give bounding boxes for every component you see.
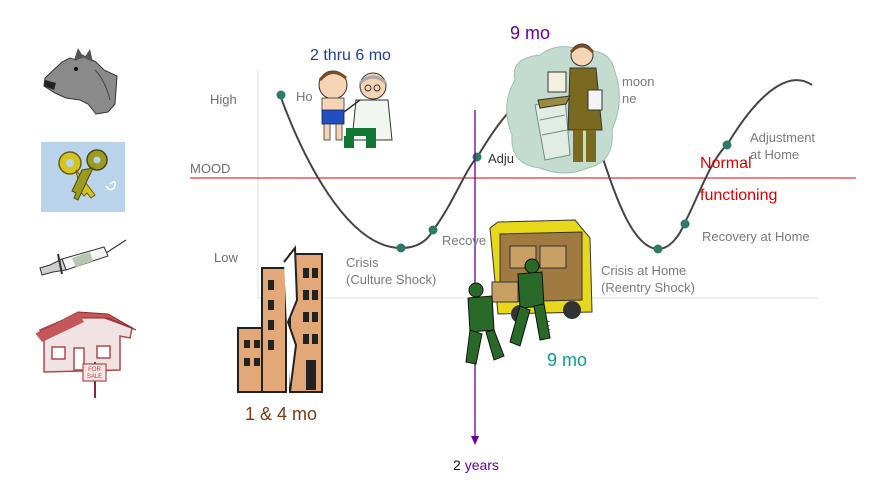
stage-adjustment-home-label-2: at Home [750,147,800,162]
annotation-9-mo-bottom: 9 mo [547,350,588,370]
axis-mood-label: MOOD [190,161,231,176]
annotation-1-and-4-mo: 1 & 4 mo [245,404,318,424]
timeline-years-label: years [464,457,499,473]
house-for-sale-icon: FOR SALE [35,311,137,398]
stage-adjustment-home-label-1: Adjustment [750,130,816,145]
curve-point [396,243,406,253]
annotation-9-mo-top: 9 mo [510,23,551,43]
keys-icon [41,142,125,212]
wolf-icon [43,48,118,115]
stage-recovery-home-label: Recovery at Home [702,229,810,244]
curve-point [653,244,663,254]
movers-truck-icon [465,219,593,365]
functioning-label: functioning [700,187,778,204]
timeline-arrowhead [471,436,479,445]
stage-crisis-home-label-2: (Reentry Shock) [601,280,695,295]
stage-honeymoon-home-label-1: moon [622,74,655,89]
timeline-2-label: 2 [453,457,461,473]
curve-point [680,219,690,229]
curve-point [276,90,286,100]
annotation-2-thru-6-mo: 2 thru 6 mo [310,47,391,64]
stage-crisis-label-2: (Culture Shock) [346,272,437,287]
stage-crisis-home-label-1: Crisis at Home [601,263,687,278]
normal-label: Normal [700,155,752,172]
collapsing-building-icon [237,245,323,393]
stage-crisis-label-1: Crisis [346,255,379,270]
doctor-child-icon [318,70,393,148]
house-sign-line2: SALE [87,374,102,380]
timeline-caption: 2 years [453,457,499,473]
curve-point [722,140,732,150]
stage-honeymoon-label: Ho [296,89,313,104]
house-sign-line1: FOR [88,367,101,373]
teacher-podium-icon [506,43,620,174]
curve-point [428,225,438,235]
stage-honeymoon-home-label-2: ne [622,91,637,106]
stage-adjustment-label: Adju [488,151,515,166]
axis-low-label: Low [214,250,238,265]
stage-recovery-label: Recove [442,233,487,248]
axis-high-label: High [210,92,237,107]
syringe-icon [39,239,127,276]
